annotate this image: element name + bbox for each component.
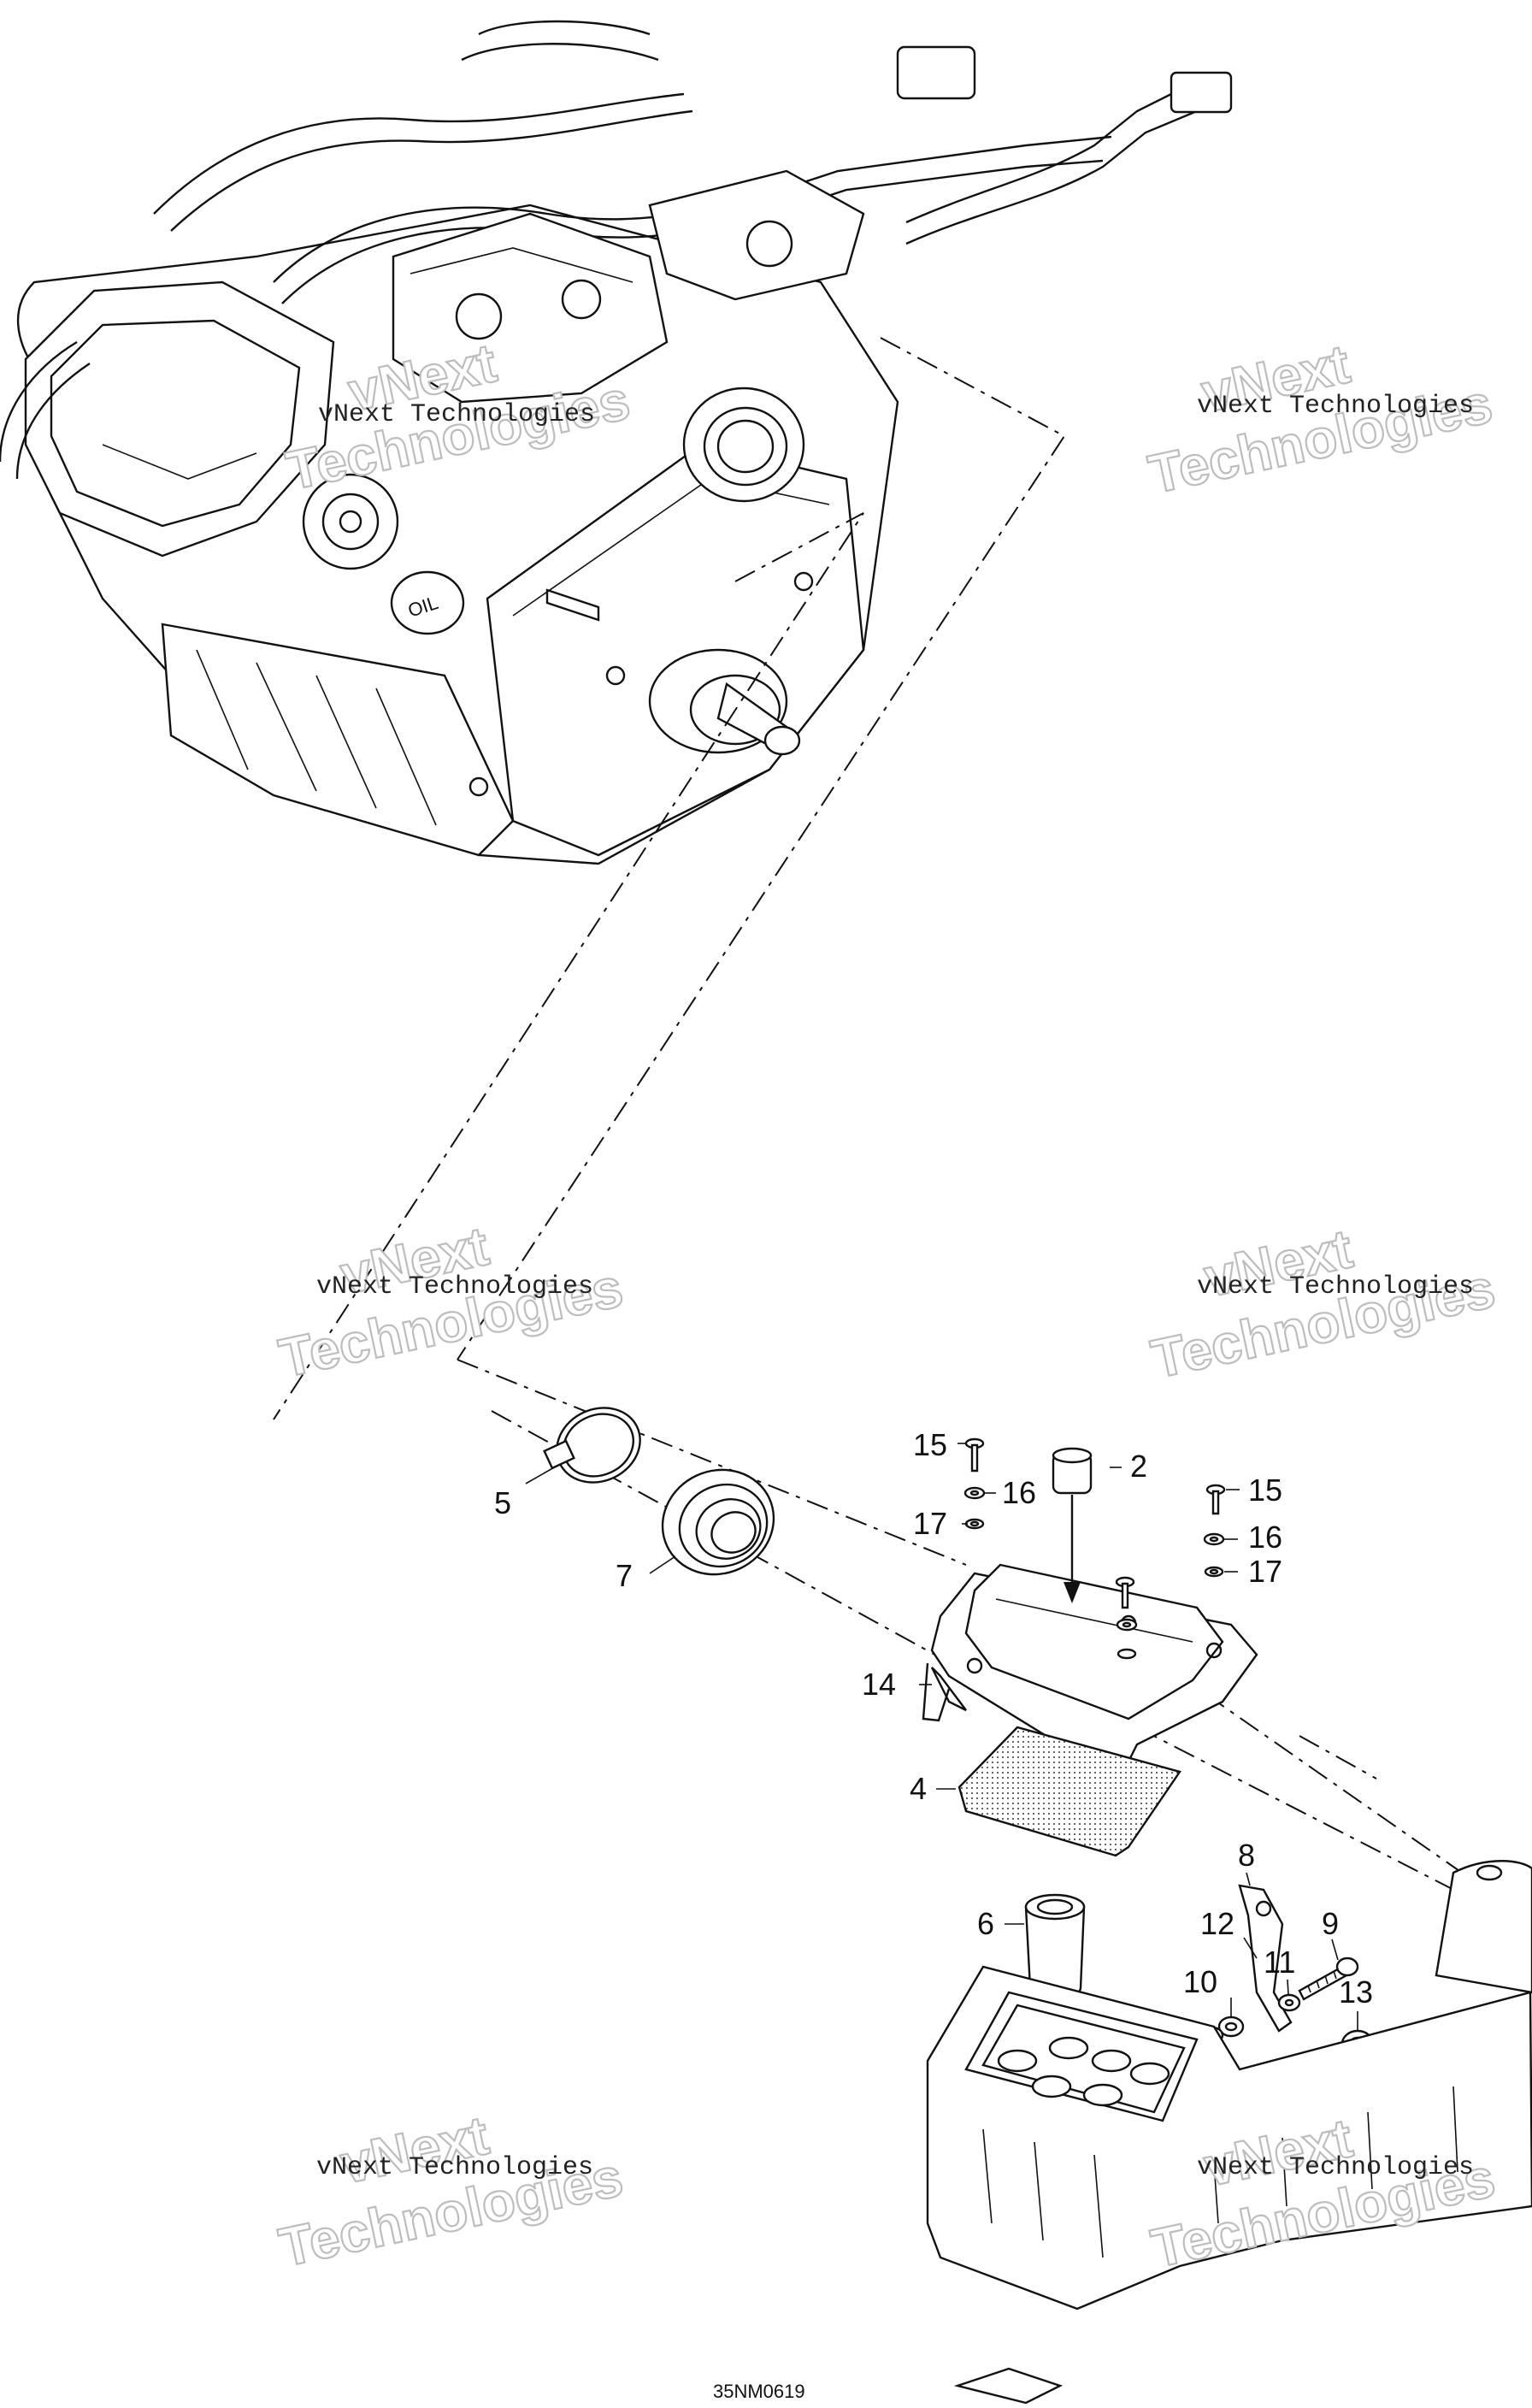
callout-12: 12: [1200, 1906, 1234, 1941]
watermark-5-small: vNext Technologies: [316, 2153, 593, 2182]
part-5-clamp: [543, 1407, 641, 1484]
drawing-code: 35NM0619: [713, 2381, 805, 2402]
watermark-6-small: vNext Technologies: [1197, 2153, 1474, 2182]
airbox-base: [926, 1860, 1532, 2405]
callout-14: 14: [862, 1667, 896, 1702]
part-4-air-filter: [958, 1726, 1181, 1857]
callout-9: 9: [1322, 1906, 1339, 1941]
part-9-bolt: [1298, 1956, 1359, 2001]
callout-17-left: 17: [913, 1506, 947, 1541]
callout-15-right: 15: [1248, 1473, 1282, 1508]
watermark-2-small: vNext Technologies: [1197, 392, 1474, 421]
callout-5: 5: [494, 1485, 511, 1520]
oil-filler-cap: OIL: [390, 570, 465, 635]
part-6-intake-sleeve: [1024, 1893, 1086, 2003]
watermark-1-small: vNext Technologies: [318, 400, 595, 429]
callout-16-right: 16: [1248, 1520, 1282, 1555]
callout-7: 7: [616, 1558, 633, 1593]
callout-13: 13: [1339, 1974, 1373, 2010]
engine-assembly: OIL: [0, 20, 1233, 865]
callout-numbers: 2 4 5 6 7 8 9 10 11 12 13 14 15 15 16 16…: [494, 1427, 1373, 2010]
leader-lines: [525, 1443, 1358, 2031]
part-11-washer: [1277, 1993, 1301, 2012]
callout-16-left: 16: [1002, 1475, 1036, 1510]
callout-15-left: 15: [913, 1427, 947, 1462]
part-7-adapter-sleeve: [661, 1468, 775, 1576]
watermark-3-small: vNext Technologies: [316, 1272, 593, 1301]
callout-2: 2: [1130, 1449, 1147, 1484]
part-2-plug: [1052, 1447, 1093, 1603]
callout-11: 11: [1264, 1945, 1295, 1980]
screw-set-center: [1115, 1576, 1138, 1660]
callout-8: 8: [1238, 1838, 1255, 1873]
screw-set-left: [963, 1437, 986, 1530]
watermark-4-small: vNext Technologies: [1197, 1272, 1474, 1301]
part-14-airbox-cover: [922, 1563, 1258, 1763]
part-8-bracket: [1238, 1884, 1293, 2033]
callout-10: 10: [1183, 1964, 1217, 1999]
callout-6: 6: [977, 1906, 994, 1941]
callout-4: 4: [910, 1771, 927, 1806]
callout-17-right: 17: [1248, 1554, 1282, 1589]
screw-set-right: [1203, 1484, 1226, 1578]
